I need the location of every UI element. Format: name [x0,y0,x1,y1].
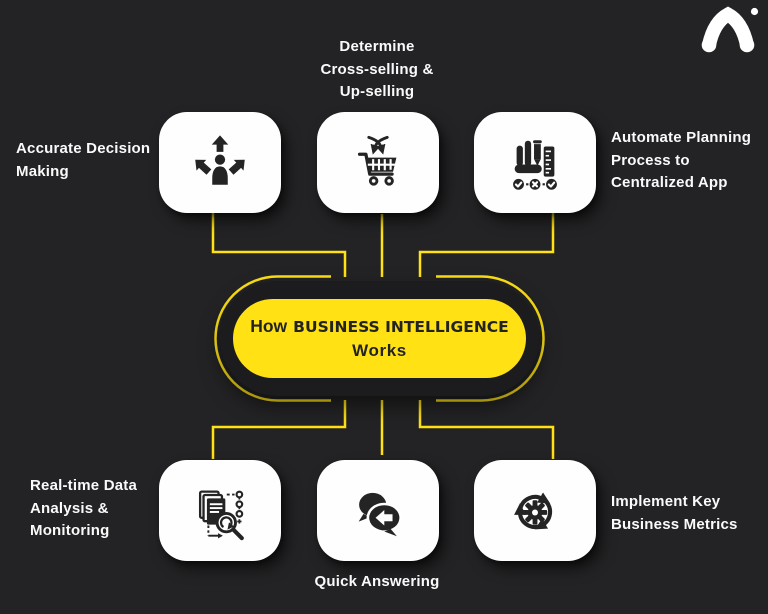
gear-cycle-icon [514,491,553,529]
logo-dot [750,7,759,16]
card-automate-planning [474,112,596,213]
connector-bottom-right [418,400,555,459]
label-automate-planning: Automate Planning Process to Centralized… [611,129,752,191]
cart-cross-sell-icon [357,135,397,186]
label-realtime-data: Real-time Data Analysis & Monitoring [30,477,138,539]
label-business-metrics: Implement Key Business Metrics [611,493,738,533]
chat-reply-icon [358,492,403,536]
connector-top-left [211,213,347,277]
label-accurate-decision-making: Accurate Decision Making [16,140,151,180]
label-quick-answering: Quick Answering [314,573,440,590]
card-cross-up-selling [317,112,439,213]
card-accurate-decision-making [159,112,281,213]
document-analysis-icon [198,489,244,540]
pill-title-line1: How BUSINESS INTELLIGENCE [250,316,509,337]
pill-title-line2: Works [352,341,407,360]
appinventiv-logo [701,6,759,53]
label-cross-up-selling: Determine Cross-selling & Up-selling [320,38,434,100]
center-pill: How BUSINESS INTELLIGENCE Works [233,299,526,378]
connector-bottom-left [211,400,347,459]
card-realtime-data [159,460,281,561]
reply-arrow [375,509,393,526]
card-business-metrics [474,460,596,561]
card-quick-answering [317,460,439,561]
pill-title-bold: BUSINESS INTELLIGENCE [293,318,509,336]
planning-checklist-icon [513,139,557,190]
pill-title-regular: How [250,316,288,336]
connector-top-right [418,213,555,277]
decision-arrows-icon [195,134,245,185]
